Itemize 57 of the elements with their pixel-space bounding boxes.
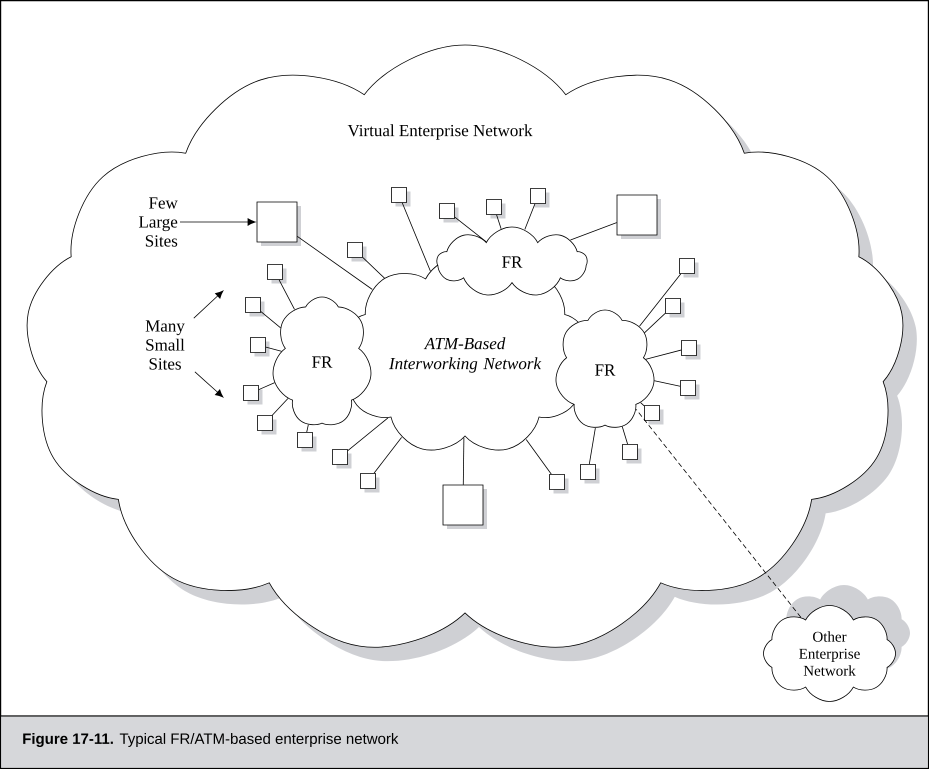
- connection-line: [644, 313, 666, 334]
- connection-line: [266, 346, 282, 352]
- site-box: [332, 449, 352, 468]
- large-site-box: [442, 484, 487, 529]
- connection-line: [622, 426, 628, 444]
- connection-line: [306, 424, 309, 432]
- connection-line: [526, 439, 552, 474]
- network-cloud: Other Enterprise Network: [763, 585, 910, 702]
- site-box: [665, 298, 684, 318]
- site-box: [679, 258, 698, 278]
- connection-line: [297, 236, 373, 290]
- connection-line: [654, 380, 680, 387]
- annotation-text: Few Large Sites: [138, 197, 178, 247]
- connection-line: [348, 418, 388, 451]
- site-box: [297, 432, 316, 452]
- arrow: [193, 290, 224, 319]
- site-box: [439, 203, 458, 222]
- connection-line: [260, 311, 281, 328]
- dashed-line: [636, 408, 802, 618]
- site-box: [530, 188, 550, 208]
- site-box: [549, 474, 568, 494]
- site-box: [486, 199, 506, 218]
- site-box: [250, 337, 270, 356]
- large-site-box: [256, 202, 301, 246]
- connection-line: [640, 402, 644, 406]
- site-box: [681, 340, 700, 360]
- site-box: [644, 405, 664, 424]
- connection-line: [524, 204, 536, 230]
- site-box: [580, 464, 600, 484]
- connection-line: [570, 222, 617, 240]
- site-box: [680, 380, 700, 400]
- site-box: [267, 264, 286, 284]
- site-box: [257, 415, 276, 434]
- large-site-box: [616, 194, 661, 239]
- site-box: [391, 187, 410, 206]
- connection-line: [402, 202, 431, 272]
- connection-line: [588, 428, 596, 464]
- connection-line: [278, 280, 295, 310]
- network-cloud: FR: [436, 226, 588, 296]
- arrow: [180, 218, 256, 226]
- caption: Figure 17-11. Typical FR/ATM-based enterprise network: [23, 732, 398, 748]
- connection-line: [258, 382, 275, 390]
- site-box: [347, 242, 366, 262]
- annotation-text: Many Small Sites: [146, 320, 185, 370]
- connection-line: [454, 216, 487, 242]
- site-box: [622, 444, 642, 464]
- network-cloud: FR: [272, 296, 372, 426]
- connection-line: [272, 398, 288, 416]
- arrow: [194, 371, 224, 398]
- connection-line: [496, 214, 502, 230]
- site-box: [245, 297, 264, 316]
- connection-line: [639, 274, 682, 327]
- site-box: [360, 473, 380, 492]
- network-cloud: FR: [556, 310, 654, 428]
- connection-line: [374, 436, 402, 474]
- site-box: [243, 385, 262, 404]
- connection-line: [362, 257, 385, 278]
